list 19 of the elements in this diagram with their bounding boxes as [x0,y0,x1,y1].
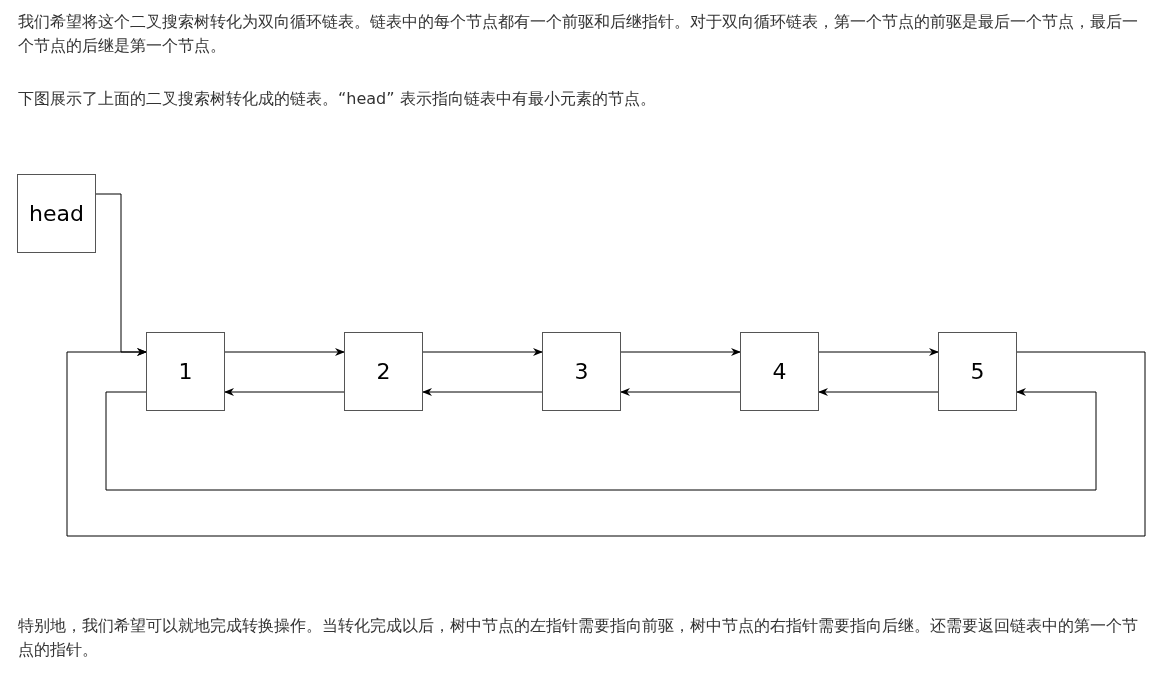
node-box: head [17,174,96,253]
paragraph: 下图展示了上面的二叉搜索树转化成的链表。“head” 表示指向链表中有最小元素的节点。 [18,88,657,110]
arrow [66,348,1146,537]
arrow [818,388,939,396]
node-box: 4 [740,332,819,411]
arrow [422,388,543,396]
arrow [620,348,741,356]
arrow [818,348,939,356]
paragraph: 特别地，我们希望可以就地完成转换操作。当转化完成以后，树中节点的左指针需要指向前驱，树中节点的右指针需要指向后继。还需要返回链表中的第一个节点的指针。 [18,615,1139,661]
paragraph: 我们希望将这个二叉搜索树转化为双向循环链表。链表中的每个节点都有一个前驱和后继指针。对于双向循环链表，第一个节点的前驱是最后一个节点，最后一个节点的后继是第一个节点。 [18,11,1139,57]
node-box: 3 [542,332,621,411]
arrow [105,388,1097,491]
node-box: 2 [344,332,423,411]
node-box: 1 [146,332,225,411]
arrow [620,388,741,396]
arrow [224,348,345,356]
arrow [224,388,345,396]
node-box: 5 [938,332,1017,411]
arrow [422,348,543,356]
